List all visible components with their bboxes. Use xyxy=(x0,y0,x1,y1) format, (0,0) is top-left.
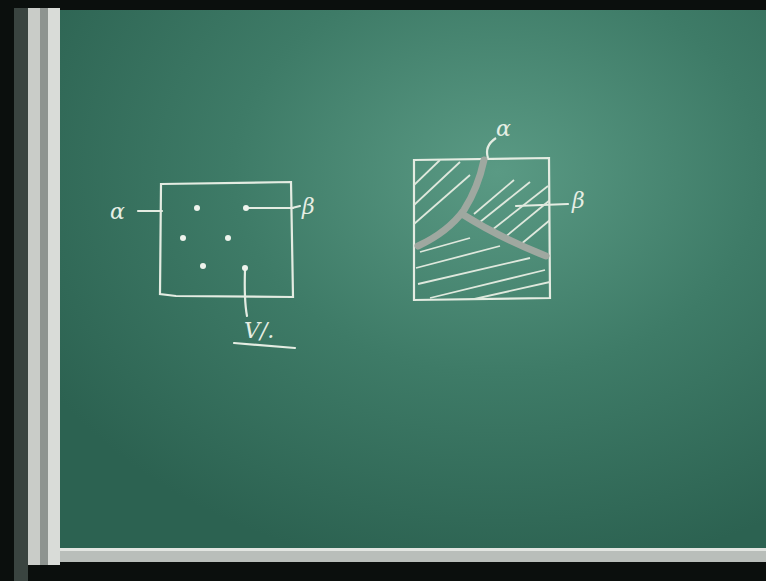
leader-line xyxy=(138,210,162,212)
phase-label: α xyxy=(110,201,125,223)
leader-line xyxy=(248,207,293,209)
phase-label: α xyxy=(496,118,511,140)
grain-hatching xyxy=(414,160,550,300)
specimen-box xyxy=(160,182,293,297)
grain-boundary xyxy=(418,160,546,256)
underline xyxy=(234,343,295,348)
precipitate-dots xyxy=(180,205,249,271)
leader-line xyxy=(245,270,247,316)
microstructure-box xyxy=(414,158,550,300)
phase-label: β xyxy=(572,190,585,212)
phase-label: V/. xyxy=(244,320,274,342)
board-surface xyxy=(60,10,766,550)
chalk-tray xyxy=(60,548,766,562)
phase-label: β xyxy=(302,196,315,218)
leader-line xyxy=(487,138,496,158)
